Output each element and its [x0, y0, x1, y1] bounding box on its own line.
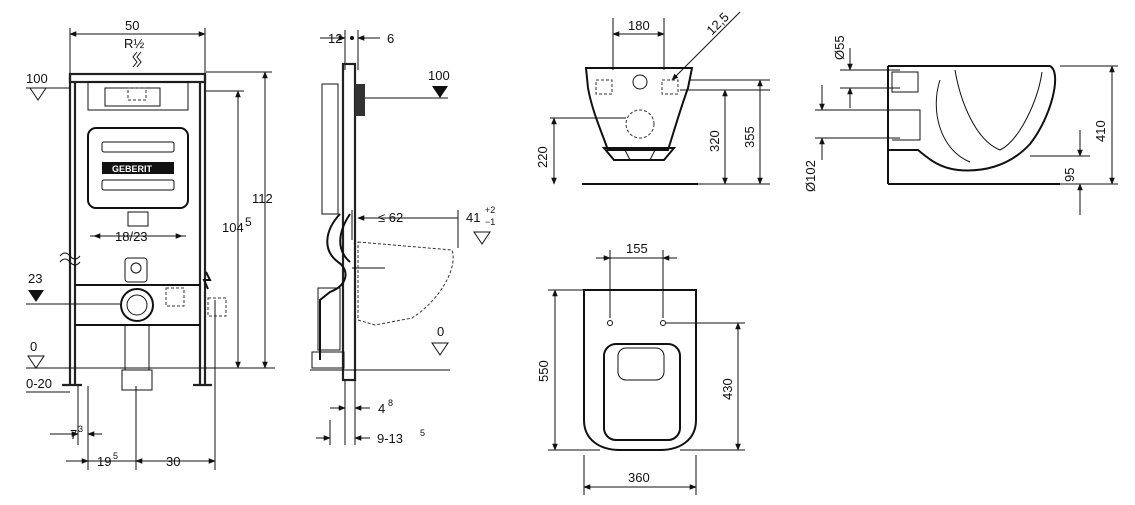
- offset-a-dimension: 7: [70, 427, 77, 442]
- bowl-height-a: 220: [535, 146, 550, 168]
- bowl-d-bottom: Ø102: [803, 160, 818, 192]
- level-100-label: 100: [26, 71, 48, 86]
- level-23-label: 23: [28, 271, 42, 286]
- bowl-height-low: 95: [1062, 168, 1077, 182]
- bowl-side-view: Ø55 Ø102 410 95: [803, 35, 1118, 215]
- height-inner-dimension: 104: [222, 220, 244, 235]
- side-bottom-a-sup: 8: [388, 398, 393, 408]
- tolerance-base: 41: [466, 210, 480, 225]
- bowl-height-total: 410: [1093, 120, 1108, 142]
- side-dim-left: 12: [328, 31, 342, 46]
- level-zero-label: 0: [30, 339, 37, 354]
- side-level-zero: 0: [437, 324, 444, 339]
- hole-spacing-dimension: 155: [626, 241, 648, 256]
- level-range-label: 0-20: [26, 376, 52, 391]
- side-level-100: 100: [428, 68, 450, 83]
- front-view: 50 R½ GEBERIT 18/23: [26, 18, 275, 470]
- bowl-height-b: 320: [707, 130, 722, 152]
- bowl-d-top: Ø55: [832, 35, 847, 60]
- projection-dimension: ≤ 62: [378, 210, 403, 225]
- seat-length-dimension: 430: [720, 378, 735, 400]
- side-dim-right: 6: [387, 31, 394, 46]
- bowl-height-c: 355: [742, 126, 757, 148]
- bowl-top-width: 180: [628, 18, 650, 33]
- offset-b-dimension: 19: [97, 454, 111, 469]
- height-inner-sup: 5: [245, 215, 252, 229]
- bowl-diagonal: 12,5: [703, 9, 732, 38]
- brand-label: GEBERIT: [112, 164, 153, 174]
- side-bottom-a: 4: [378, 401, 385, 416]
- side-bottom-b: 9-13: [377, 431, 403, 446]
- offset-b-sup: 5: [113, 451, 118, 461]
- height-total-dimension: 112: [252, 191, 273, 206]
- offset-c-dimension: 30: [166, 454, 180, 469]
- side-bottom-b-sup: 5: [420, 428, 425, 438]
- bowl-width-dimension: 360: [628, 470, 650, 485]
- side-view: 12 6 100 ≤ 62 41 +2 −1 0 4 8: [310, 30, 495, 446]
- fixing-spacing-dimension: 18/23: [115, 229, 148, 244]
- brand-plate: [102, 162, 174, 174]
- width-dimension: 50: [125, 18, 139, 33]
- bowl-top-view: 155 550 430 360: [536, 241, 745, 495]
- bowl-length-dimension: 550: [536, 360, 551, 382]
- tolerance-minus: −1: [485, 217, 495, 227]
- bowl-front-view: 180 12,5 220 320 355: [535, 9, 770, 185]
- tolerance-plus: +2: [485, 205, 495, 215]
- offset-a-sup: 3: [78, 424, 83, 434]
- thread-label: R½: [124, 36, 144, 51]
